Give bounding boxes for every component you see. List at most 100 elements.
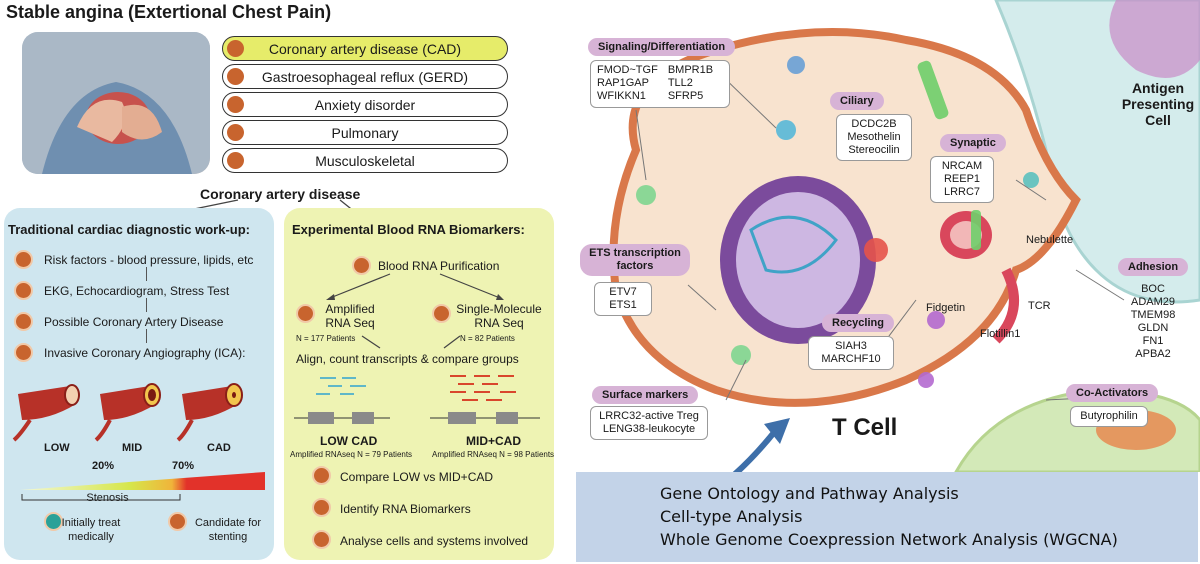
down-arrow: [146, 329, 147, 343]
pill-icon: [44, 512, 63, 531]
mid-cad-n: Amplified RNAseq N = 98 Patients: [432, 450, 555, 459]
condition-gerd: Gastroesophageal reflux (GERD): [222, 64, 508, 89]
traditional-workup-panel: [4, 208, 274, 560]
coactivators-box: Butyrophilin: [1070, 406, 1148, 427]
merge-arrows: [361, 335, 461, 349]
gene-label: LRRC7: [943, 186, 981, 198]
artery-low: [12, 384, 80, 442]
stenosis-tick-70: 70%: [172, 460, 195, 472]
amplified-n: N = 177 Patients: [296, 334, 356, 343]
artery-label-mid: MID: [122, 442, 143, 454]
align-step: Align, count transcripts & compare group…: [296, 352, 519, 366]
condition-pulmonary: Pulmonary: [222, 120, 508, 145]
synaptic-tag: Synaptic: [940, 134, 1006, 152]
stenosis-label: Stenosis: [86, 492, 129, 504]
action-compare: Compare LOW vs MID+CAD: [340, 470, 494, 484]
signaling-box: FMOD~TGF RAP1GAP WFIKKN1 BMPR1B TLL2 SFR…: [590, 60, 730, 108]
synaptic-box: NRCAM REEP1 LRRC7: [930, 156, 994, 203]
stenosis-gradient-bar: [20, 472, 265, 501]
analysis-go: Gene Ontology and Pathway Analysis: [660, 484, 959, 503]
gene-label: SFRP5: [667, 90, 704, 102]
vessel-icon: [14, 343, 33, 362]
gene-label: FN1: [1142, 335, 1164, 347]
gene-label: BOC: [1141, 283, 1165, 295]
gene-label: TMEM98: [1130, 309, 1176, 321]
ets-box: ETV7 ETS1: [594, 282, 652, 316]
signaling-tag: Signaling/Differentiation: [588, 38, 736, 56]
low-cad-label: LOW CAD: [320, 434, 378, 448]
surface-box: LRRC32-active Treg LENG38-leukocyte: [590, 406, 708, 440]
artery-illustrations: [12, 383, 243, 442]
heart-icon: [227, 40, 244, 57]
gene-label: DCDC2B: [851, 118, 897, 130]
ets-tag: ETS transcription factors: [580, 244, 690, 276]
traditional-title: Traditional cardiac diagnostic work-up:: [8, 222, 250, 237]
apc-label: Antigen Presenting Cell: [1121, 80, 1195, 128]
cells-icon: [312, 530, 331, 549]
read-alignment-graphic: [294, 375, 540, 424]
rna-strand-icon: [432, 304, 451, 323]
analysis-band: [576, 472, 1198, 562]
blood-drop-icon: [352, 256, 371, 275]
action-analyse: Analyse cells and systems involved: [340, 534, 529, 548]
recycling-box: SIAH3 MARCHF10: [808, 336, 894, 370]
single-molecule-n: N = 82 Patients: [460, 334, 515, 343]
adhesion-tag: Adhesion: [1118, 258, 1189, 276]
nebulette-label: Nebulette: [1026, 234, 1074, 246]
gene-label: ETV7: [609, 286, 637, 298]
outcome-medical: Initially treat medically: [61, 517, 121, 543]
artery-mid: [94, 383, 161, 442]
mid-cad-label: MID+CAD: [466, 434, 522, 448]
analysis-wgcna: Whole Genome Coexpression Network Analys…: [660, 530, 1118, 549]
gene-label: REEP1: [943, 173, 981, 185]
patient-chest-pain-image: [22, 32, 210, 174]
gene-label: GLDN: [1137, 322, 1169, 334]
tcr-label: TCR: [1028, 300, 1051, 312]
brain-icon: [227, 96, 244, 113]
ciliary-tag: Ciliary: [830, 92, 884, 110]
condition-label: Coronary artery disease (CAD): [268, 40, 462, 57]
question-icon: [14, 312, 33, 331]
compare-icon: [312, 466, 331, 485]
flotillin-label: Flotillin1: [980, 328, 1021, 340]
gene-label: Butyrophilin: [1080, 410, 1138, 422]
heart-monitor-icon: [14, 281, 33, 300]
gene-label: MARCHF10: [821, 353, 881, 365]
workup-step: EKG, Echocardiogram, Stress Test: [44, 284, 230, 298]
ciliary-box: DCDC2B Mesothelin Stereocilin: [836, 114, 912, 161]
analysis-celltype: Cell-type Analysis: [660, 507, 803, 526]
amplified-label: Amplified RNA Seq: [325, 302, 375, 330]
outcome-stenting: Candidate for stenting: [194, 517, 262, 543]
recycling-tag: Recycling: [822, 314, 894, 332]
lightning-icon: [14, 250, 33, 269]
workup-step: Possible Coronary Artery Disease: [44, 315, 224, 329]
artery-label-low: LOW: [44, 442, 70, 454]
tcell-illustration: [609, 0, 1200, 472]
purification-step: Blood RNA Purification: [378, 259, 500, 273]
condition-label: Pulmonary: [331, 124, 399, 141]
condition-label: Anxiety disorder: [314, 96, 416, 113]
condition-cad: Coronary artery disease (CAD): [222, 36, 508, 61]
tcell-label: T Cell: [832, 414, 898, 441]
page-title: Stable angina (Extertional Chest Pain): [6, 2, 332, 22]
down-arrow: [146, 298, 147, 312]
gene-label: FMOD~TGF: [597, 64, 658, 76]
gene-label: Stereocilin: [848, 144, 900, 156]
gene-label: APBA2: [1135, 348, 1171, 360]
condition-anxiety: Anxiety disorder: [222, 92, 508, 117]
muscle-icon: [227, 152, 244, 169]
condition-label: Musculoskeletal: [315, 152, 415, 169]
gene-label: NRCAM: [941, 160, 983, 172]
experimental-title: Experimental Blood RNA Biomarkers:: [292, 222, 525, 237]
low-cad-n: Amplified RNAseq N = 79 Patients: [290, 450, 413, 459]
single-molecule-label: Single-Molecule RNA Seq: [456, 302, 542, 330]
lungs-icon: [227, 124, 244, 141]
surface-tag: Surface markers: [592, 386, 699, 404]
workup-step: Invasive Coronary Angiography (ICA):: [44, 346, 246, 360]
gene-label: Mesothelin: [847, 131, 901, 143]
artery-cad: [176, 383, 243, 442]
magnifier-icon: [312, 498, 331, 517]
purification-arrows: [326, 273, 504, 300]
action-identify: Identify RNA Biomarkers: [340, 502, 471, 516]
gene-label: RAP1GAP: [597, 77, 649, 89]
